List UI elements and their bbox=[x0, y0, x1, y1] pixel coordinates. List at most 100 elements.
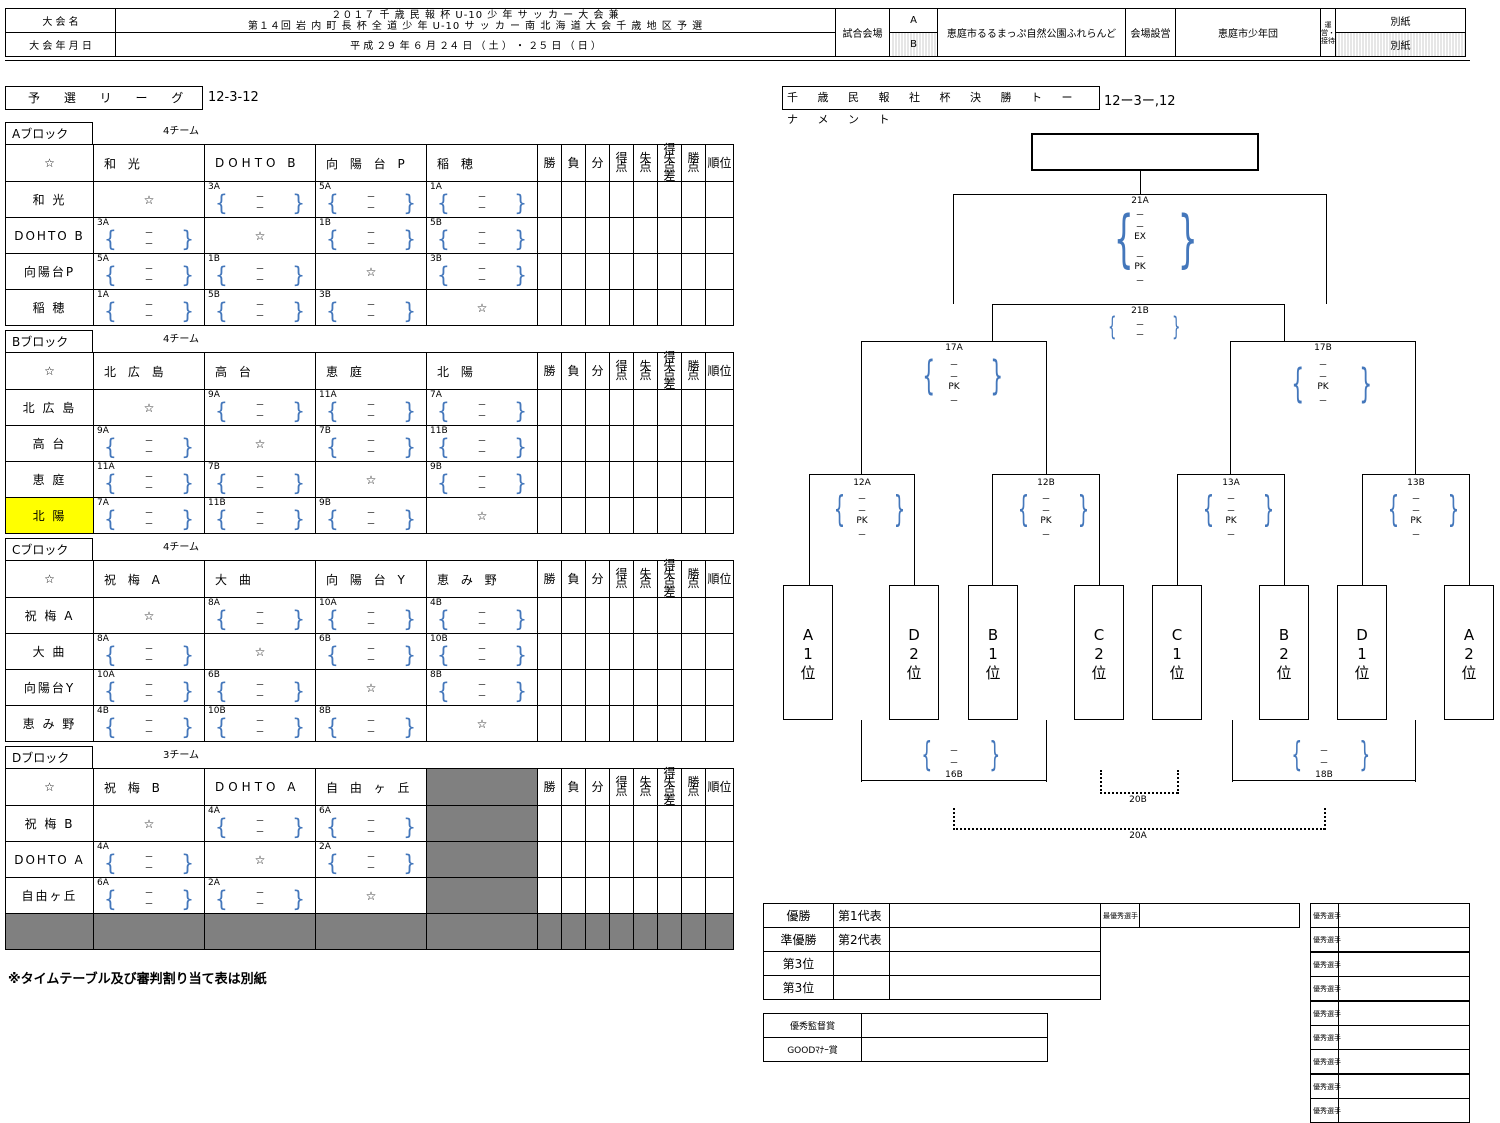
table-row: 和 光☆3A{－－}5A{－－}1A{－－} bbox=[5, 181, 734, 218]
stat-header: 分 bbox=[585, 352, 610, 390]
champion-box bbox=[1031, 133, 1259, 171]
good-player-row: 優秀選手 bbox=[1310, 1000, 1470, 1026]
good-player-label: 優秀選手 bbox=[1313, 985, 1341, 994]
stat-cell bbox=[681, 669, 706, 706]
score-bracket: {－－} bbox=[104, 677, 194, 705]
quarter-match-score: － bbox=[1041, 531, 1051, 541]
stat-cell bbox=[681, 389, 706, 426]
stat-cell bbox=[537, 425, 562, 462]
match-id: 7B bbox=[319, 426, 331, 436]
self-cell: ☆ bbox=[315, 253, 427, 290]
stat-cell bbox=[609, 877, 634, 914]
result-team-cell bbox=[889, 903, 1101, 928]
match-id: 4B bbox=[430, 598, 442, 608]
match-cell: 9B{－－} bbox=[315, 497, 427, 534]
corner-star: ☆ bbox=[5, 144, 94, 182]
stat-cell bbox=[561, 181, 586, 218]
stat-cell bbox=[705, 253, 734, 290]
stat-cell bbox=[657, 669, 682, 706]
match-17a-score: PK bbox=[948, 382, 960, 392]
column-team-name: 自 由 ヶ 丘 bbox=[315, 768, 427, 806]
match-id: 3B bbox=[319, 290, 331, 300]
match-17b-score: PK bbox=[1317, 382, 1329, 392]
stat-cell bbox=[537, 669, 562, 706]
row-team-name: 祝 梅 A bbox=[5, 597, 94, 634]
empty-cell bbox=[426, 877, 538, 914]
stat-cell bbox=[705, 841, 734, 878]
score-brace: } bbox=[1077, 489, 1090, 530]
match-cell: 3B{－－} bbox=[315, 289, 427, 326]
stat-header: 分 bbox=[585, 768, 610, 806]
stat-header: 順位 bbox=[705, 768, 734, 806]
match-cell: 9A{－－} bbox=[204, 389, 316, 426]
quarter-match-score: PK bbox=[1225, 516, 1237, 526]
match-id: 8A bbox=[97, 634, 109, 644]
score-bracket: {－－} bbox=[104, 641, 194, 669]
match-cell: 8A{－－} bbox=[204, 597, 316, 634]
match-cell: 1B{－－} bbox=[315, 217, 427, 254]
date-label: 大 会 年 月 日 bbox=[5, 32, 116, 57]
score-bracket: {－－} bbox=[104, 849, 194, 877]
stat-cell bbox=[585, 877, 610, 914]
awards-table: 優秀監督賞 GOODﾏﾅｰ賞 bbox=[763, 1013, 1048, 1062]
score-bracket: {－－} bbox=[437, 677, 527, 705]
stat-cell bbox=[537, 253, 562, 290]
stat-cell bbox=[657, 217, 682, 254]
good-player-row: 優秀選手 bbox=[1310, 1098, 1470, 1123]
score-bracket: {－－} bbox=[326, 433, 416, 461]
stat-cell bbox=[657, 461, 682, 498]
stat-header: 得失点差 bbox=[657, 143, 682, 182]
bracket-line bbox=[1046, 720, 1047, 782]
stat-cell bbox=[705, 389, 734, 426]
score-brace: { bbox=[921, 735, 933, 775]
stat-cell bbox=[537, 597, 562, 634]
match-21a-score: － bbox=[1135, 211, 1145, 221]
stat-cell bbox=[609, 181, 634, 218]
bracket-line bbox=[953, 828, 1325, 831]
table-row: 祝 梅 A☆8A{－－}10A{－－}4B{－－} bbox=[5, 597, 734, 634]
table-row: 祝 梅 B☆4A{－－}6A{－－} bbox=[5, 805, 734, 842]
score-bracket: {－－} bbox=[326, 813, 416, 841]
score-bracket: {－－} bbox=[215, 885, 305, 913]
manner-award-label: GOODﾏﾅｰ賞 bbox=[763, 1037, 862, 1062]
match-cell: 5A{－－} bbox=[315, 181, 427, 218]
stat-cell bbox=[609, 425, 634, 462]
good-player-row: 優秀選手 bbox=[1310, 951, 1470, 977]
row-team-name: 和 光 bbox=[5, 181, 94, 218]
match-cell: 11A{－－} bbox=[93, 461, 205, 498]
stat-cell bbox=[609, 461, 634, 498]
score-bracket: {－－} bbox=[104, 297, 194, 325]
header-table: 大 会 名 ２０１７ 千 歳 民 報 杯 U-10 少 年 サ ッ カ ー 大 … bbox=[5, 8, 1466, 57]
stat-cell bbox=[633, 877, 658, 914]
stat-header: 得点 bbox=[609, 352, 634, 390]
stat-cell bbox=[537, 633, 562, 670]
self-cell: ☆ bbox=[315, 669, 427, 706]
stat-header: 負 bbox=[561, 768, 586, 806]
result-row: 準優勝第2代表 bbox=[763, 927, 1101, 952]
stat-cell bbox=[705, 669, 734, 706]
stat-cell bbox=[633, 389, 658, 426]
table-row bbox=[5, 913, 734, 950]
stat-cell bbox=[633, 705, 658, 742]
stat-cell bbox=[705, 461, 734, 498]
match-id: 2A bbox=[208, 878, 220, 888]
empty-column bbox=[426, 768, 538, 806]
self-cell: ☆ bbox=[426, 289, 538, 326]
stat-cell bbox=[633, 805, 658, 842]
score-bracket: {－－} bbox=[326, 397, 416, 425]
self-cell: ☆ bbox=[204, 217, 316, 254]
match-id: 4A bbox=[208, 806, 220, 816]
stat-cell bbox=[657, 705, 682, 742]
bracket-line bbox=[809, 474, 810, 586]
stat-cell bbox=[681, 841, 706, 878]
stat-cell bbox=[537, 805, 562, 842]
self-cell: ☆ bbox=[93, 597, 205, 634]
match-cell: 5B{－－} bbox=[426, 217, 538, 254]
score-bracket: {－－} bbox=[104, 713, 194, 741]
venue-label: 試合会場 bbox=[835, 8, 890, 57]
league-code: 12-3-12 bbox=[208, 90, 259, 105]
empty-cell bbox=[93, 913, 205, 950]
score-bracket: {－－} bbox=[437, 261, 527, 289]
